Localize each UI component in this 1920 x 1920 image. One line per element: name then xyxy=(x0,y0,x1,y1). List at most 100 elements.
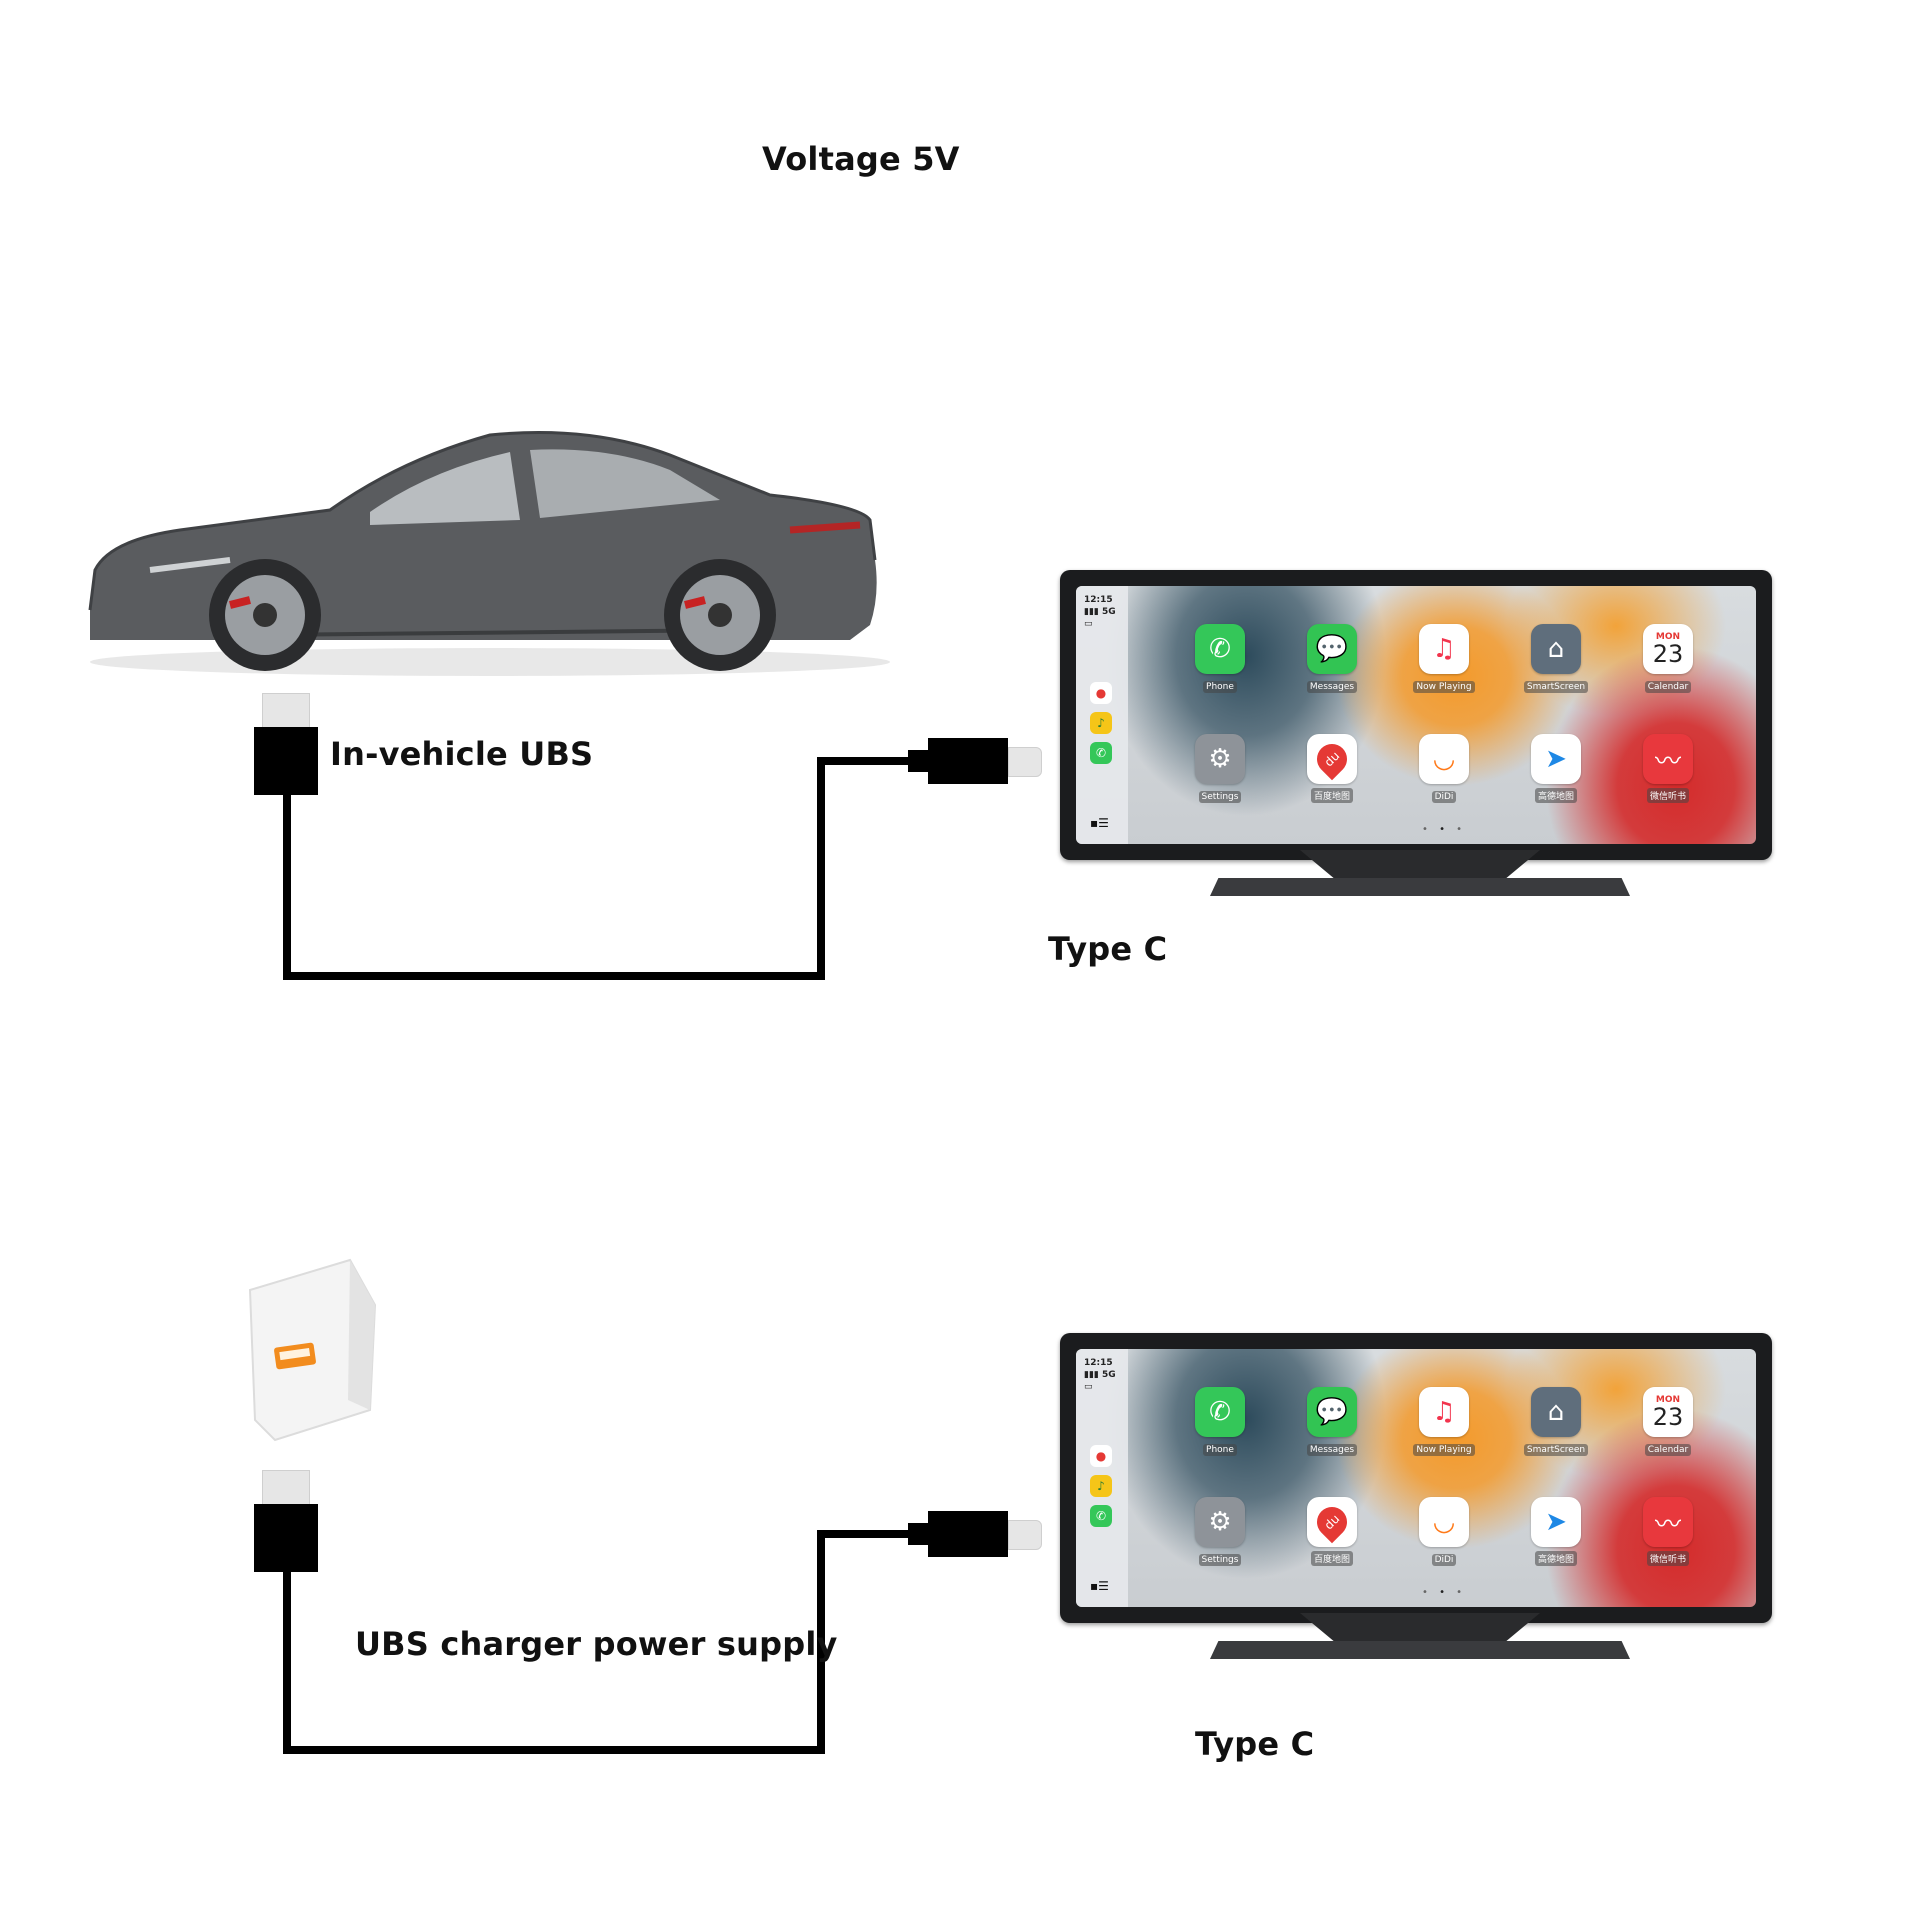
calendar-day: MON xyxy=(1655,1394,1681,1405)
app-label: Now Playing xyxy=(1413,681,1475,693)
dock-baidu-icon[interactable]: ● xyxy=(1090,1445,1112,1467)
wall-charger-icon xyxy=(248,1258,377,1442)
clock: 12:15 xyxy=(1084,1358,1113,1368)
app-label: Calendar xyxy=(1644,681,1692,693)
carplay-display-2: 12:15▮▮▮ 5G▭ ● ♪ ✆ ▪☰ ✆ Phone 💬 Messages ♫ Now Pla… xyxy=(1060,1333,1772,1663)
usb-c-plug-icon xyxy=(908,750,930,772)
app-label: 百度地图 xyxy=(1310,788,1353,803)
app-6[interactable]: ⚙ Settings xyxy=(1184,1497,1256,1566)
dashboard-toggle-icon[interactable]: ▪☰ xyxy=(1090,816,1109,830)
signal: 5G xyxy=(1102,1370,1116,1380)
in-vehicle-usb-label: In-vehicle UBS xyxy=(330,735,594,773)
app-2[interactable]: 💬 Messages xyxy=(1296,624,1368,693)
didi-icon[interactable]: ◡ xyxy=(1419,1497,1469,1547)
settings-gear-icon[interactable]: ⚙ xyxy=(1195,734,1245,784)
signal: 5G xyxy=(1102,607,1116,617)
app-6[interactable]: ⚙ Settings xyxy=(1184,734,1256,803)
carplay-dock: 12:15▮▮▮ 5G▭ ● ♪ ✆ ▪☰ xyxy=(1076,1349,1128,1607)
baidu-map-icon[interactable]: du xyxy=(1307,1497,1357,1547)
app-label: DiDi xyxy=(1431,791,1457,803)
app-label: 高德地图 xyxy=(1534,788,1577,803)
calendar-date: 23 xyxy=(1652,639,1684,668)
calendar-date: 23 xyxy=(1652,1402,1684,1431)
status-bar: 12:15▮▮▮ 5G▭ xyxy=(1084,1358,1116,1392)
dock-phone-icon[interactable]: ✆ xyxy=(1090,742,1112,764)
app-label: SmartScreen xyxy=(1523,681,1589,693)
home-icon[interactable]: ⌂ xyxy=(1531,1387,1581,1437)
calendar-day: MON xyxy=(1655,631,1681,642)
display-stand xyxy=(1210,850,1630,898)
app-3[interactable]: ♫ Now Playing xyxy=(1408,624,1480,693)
didi-icon[interactable]: ◡ xyxy=(1419,734,1469,784)
display-stand xyxy=(1210,1613,1630,1661)
app-label: 百度地图 xyxy=(1310,1551,1353,1566)
app-1[interactable]: ✆ Phone xyxy=(1184,624,1256,693)
app-label: Messages xyxy=(1306,1444,1358,1456)
app-label: Settings xyxy=(1198,791,1242,803)
type-c-label-2: Type C xyxy=(1195,1725,1315,1763)
app-8[interactable]: ◡ DiDi xyxy=(1408,1497,1480,1566)
app-7[interactable]: du 百度地图 xyxy=(1296,734,1368,803)
app-label: Phone xyxy=(1203,1444,1237,1456)
app-4[interactable]: ⌂ SmartScreen xyxy=(1520,1387,1592,1456)
app-label: Phone xyxy=(1203,681,1237,693)
dock-baidu-icon[interactable]: ● xyxy=(1090,682,1112,704)
now-playing-icon[interactable]: ♫ xyxy=(1419,624,1469,674)
display-screen: 12:15▮▮▮ 5G▭ ● ♪ ✆ ▪☰ ✆ Phone 💬 Messages ♫ Now Pla… xyxy=(1076,586,1756,844)
baidu-badge: du xyxy=(1310,737,1354,781)
app-4[interactable]: ⌂ SmartScreen xyxy=(1520,624,1592,693)
usb-a-plug-icon xyxy=(254,727,318,795)
app-8[interactable]: ◡ DiDi xyxy=(1408,734,1480,803)
app-7[interactable]: du 百度地图 xyxy=(1296,1497,1368,1566)
dock-phone-icon[interactable]: ✆ xyxy=(1090,1505,1112,1527)
app-label: Settings xyxy=(1198,1554,1242,1566)
app-label: 微信听书 xyxy=(1646,1551,1689,1566)
carplay-dock: 12:15▮▮▮ 5G▭ ● ♪ ✆ ▪☰ xyxy=(1076,586,1128,844)
dock-music-icon[interactable]: ♪ xyxy=(1090,712,1112,734)
app-label: SmartScreen xyxy=(1523,1444,1589,1456)
app-3[interactable]: ♫ Now Playing xyxy=(1408,1387,1480,1456)
home-icon[interactable]: ⌂ xyxy=(1531,624,1581,674)
clock: 12:15 xyxy=(1084,595,1113,605)
status-bar: 12:15▮▮▮ 5G▭ xyxy=(1084,595,1116,629)
app-label: Now Playing xyxy=(1413,1444,1475,1456)
type-c-label-1: Type C xyxy=(1048,930,1168,968)
app-9[interactable]: ➤ 高德地图 xyxy=(1520,1497,1592,1566)
settings-gear-icon[interactable]: ⚙ xyxy=(1195,1497,1245,1547)
phone-icon[interactable]: ✆ xyxy=(1195,1387,1245,1437)
app-label: 高德地图 xyxy=(1534,1551,1577,1566)
usb-a-plug-metal xyxy=(262,1470,310,1508)
now-playing-icon[interactable]: ♫ xyxy=(1419,1387,1469,1437)
wechat-listen-icon[interactable]: 〰 xyxy=(1643,734,1693,784)
messages-icon[interactable]: 💬 xyxy=(1307,624,1357,674)
app-label: 微信听书 xyxy=(1646,788,1689,803)
page-indicator: • • • xyxy=(1422,1587,1467,1598)
phone-icon[interactable]: ✆ xyxy=(1195,624,1245,674)
app-label: Calendar xyxy=(1644,1444,1692,1456)
app-label: DiDi xyxy=(1431,1554,1457,1566)
voltage-title: Voltage 5V xyxy=(762,140,960,178)
app-2[interactable]: 💬 Messages xyxy=(1296,1387,1368,1456)
messages-icon[interactable]: 💬 xyxy=(1307,1387,1357,1437)
dock-music-icon[interactable]: ♪ xyxy=(1090,1475,1112,1497)
usb-a-plug-metal xyxy=(262,693,310,731)
app-1[interactable]: ✆ Phone xyxy=(1184,1387,1256,1456)
app-10[interactable]: 〰微信听书 xyxy=(1632,1497,1704,1566)
car-image xyxy=(88,431,890,676)
charger-label: UBS charger power supply xyxy=(355,1625,838,1663)
app-9[interactable]: ➤ 高德地图 xyxy=(1520,734,1592,803)
usb-c-plug-icon xyxy=(908,1523,930,1545)
app-10[interactable]: 〰微信听书 xyxy=(1632,734,1704,803)
app-label: Messages xyxy=(1306,681,1358,693)
carplay-display-1: 12:15▮▮▮ 5G▭ ● ♪ ✆ ▪☰ ✆ Phone 💬 Messages ♫ Now Pla… xyxy=(1060,570,1772,900)
amap-icon[interactable]: ➤ xyxy=(1531,1497,1581,1547)
usb-a-plug-icon xyxy=(254,1504,318,1572)
amap-icon[interactable]: ➤ xyxy=(1531,734,1581,784)
wechat-listen-icon[interactable]: 〰 xyxy=(1643,1497,1693,1547)
dashboard-toggle-icon[interactable]: ▪☰ xyxy=(1090,1579,1109,1593)
baidu-map-icon[interactable]: du xyxy=(1307,734,1357,784)
